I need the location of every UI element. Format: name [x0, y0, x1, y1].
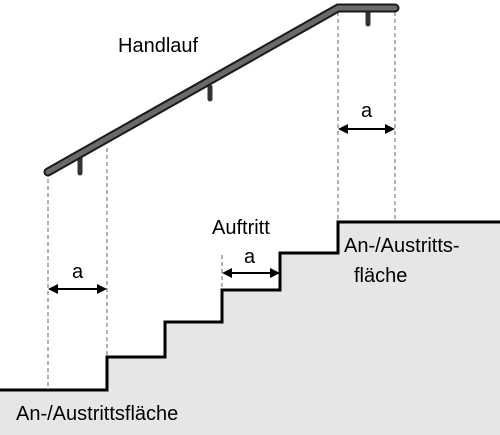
dimension-a-left: a — [72, 261, 84, 283]
landing-top-label-line2: fläche — [354, 265, 407, 287]
landing-top-label-line1: An-/Austritts- — [344, 235, 460, 257]
dashed-guides — [47, 12, 396, 390]
landing-bottom-label: An-/Austrittsfläche — [16, 403, 178, 425]
dimension-arrows — [48, 124, 395, 294]
stair-outline — [0, 220, 500, 392]
handrail — [43, 3, 400, 177]
handrail-label: Handlauf — [118, 35, 199, 57]
dimension-a-right: a — [361, 100, 373, 122]
stair-body — [0, 222, 500, 435]
tread-label: Auftritt — [212, 217, 270, 239]
dimension-a-middle: a — [244, 246, 256, 268]
